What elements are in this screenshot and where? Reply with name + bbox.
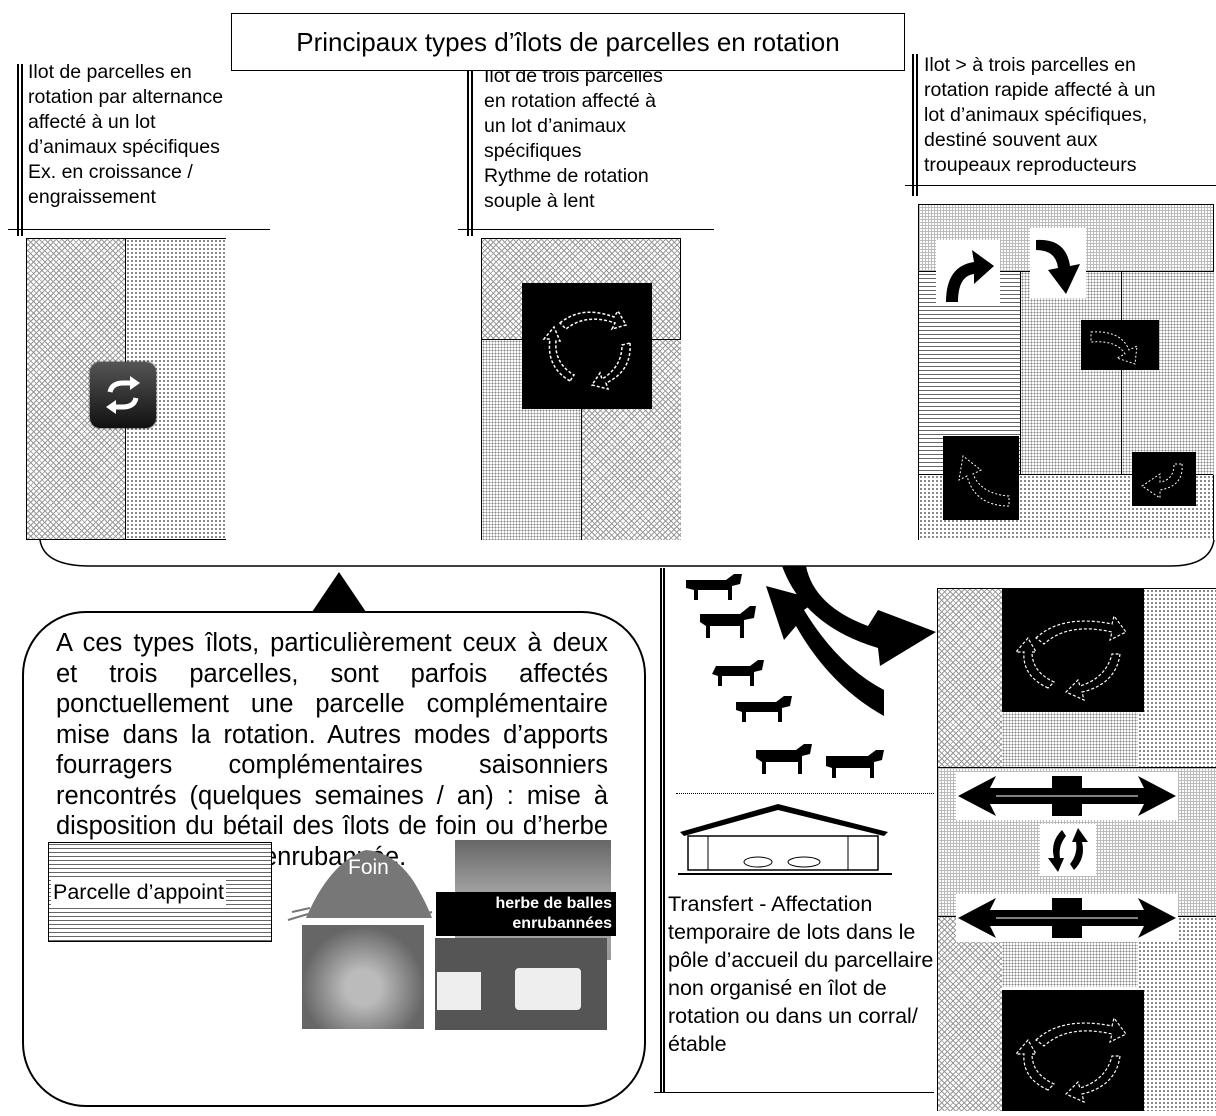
cycle-arrows-icon	[1002, 588, 1144, 712]
type3-marker	[912, 54, 918, 196]
curved-arrow-icon	[1030, 228, 1086, 298]
curved-arrow-icon	[766, 566, 936, 716]
reception-parcel-top-left	[938, 589, 1002, 767]
barn-icon	[678, 804, 892, 875]
type2-marker	[467, 64, 473, 236]
type3-parcel-middle	[1020, 271, 1122, 475]
type2-underline	[458, 229, 714, 230]
swap-icon	[1040, 824, 1096, 876]
parcelle-appoint-box: Parcelle d’appoint	[48, 842, 272, 942]
transfer-divider	[660, 568, 665, 1092]
pointer-triangle	[312, 572, 366, 612]
curved-arrow-icon	[936, 240, 1000, 306]
type3-underline	[905, 185, 1216, 186]
reception-parcel-bottom-left	[938, 917, 1002, 1111]
transfer-underline	[654, 1092, 934, 1093]
foin-label: Foin	[348, 856, 389, 879]
reception-parcel-top-right	[1138, 589, 1216, 767]
type1-islet	[26, 238, 226, 540]
cycle-arrows-icon	[522, 283, 652, 409]
double-arrow-icon	[956, 772, 1178, 820]
cow-section-divider	[676, 793, 934, 794]
grouping-brace	[39, 539, 1215, 567]
bales-photo	[435, 938, 607, 1030]
curved-arrow-icon	[1081, 320, 1159, 370]
rotate-icon	[90, 362, 156, 428]
type1-label: Ilot de parcelles en rotation par altern…	[28, 61, 224, 208]
info-bubble	[22, 611, 646, 1107]
bale-left	[437, 972, 481, 1010]
type1-underline	[8, 229, 270, 230]
reception-parcel-bottom-right	[1138, 917, 1216, 1111]
bubble-text: A ces types îlots, particulièrement ceux…	[56, 629, 608, 871]
transfer-text-marker	[660, 984, 665, 1038]
bale-right	[515, 968, 581, 1010]
herbe-label: herbe de balles enrubannées	[436, 892, 616, 936]
hay-pile-image	[287, 850, 433, 921]
round-bale-photo	[302, 925, 424, 1029]
transfer-text: Transfert - Affectation temporaire de lo…	[668, 892, 934, 1056]
cycle-arrows-icon	[1002, 990, 1144, 1111]
type1-marker	[17, 64, 23, 236]
parcelle-appoint-label: Parcelle d’appoint	[51, 879, 226, 905]
curved-arrow-icon	[943, 436, 1019, 520]
reception-parcel-top-center	[1002, 701, 1138, 767]
curved-arrow-icon	[1132, 452, 1196, 506]
double-arrow-icon	[956, 894, 1178, 942]
diagram-title: Principaux types d’îlots de parcelles en…	[231, 13, 905, 71]
type3-parcel-right	[1121, 271, 1214, 475]
type3-label: Ilot > à trois parcelles en rotation rap…	[924, 54, 1156, 176]
